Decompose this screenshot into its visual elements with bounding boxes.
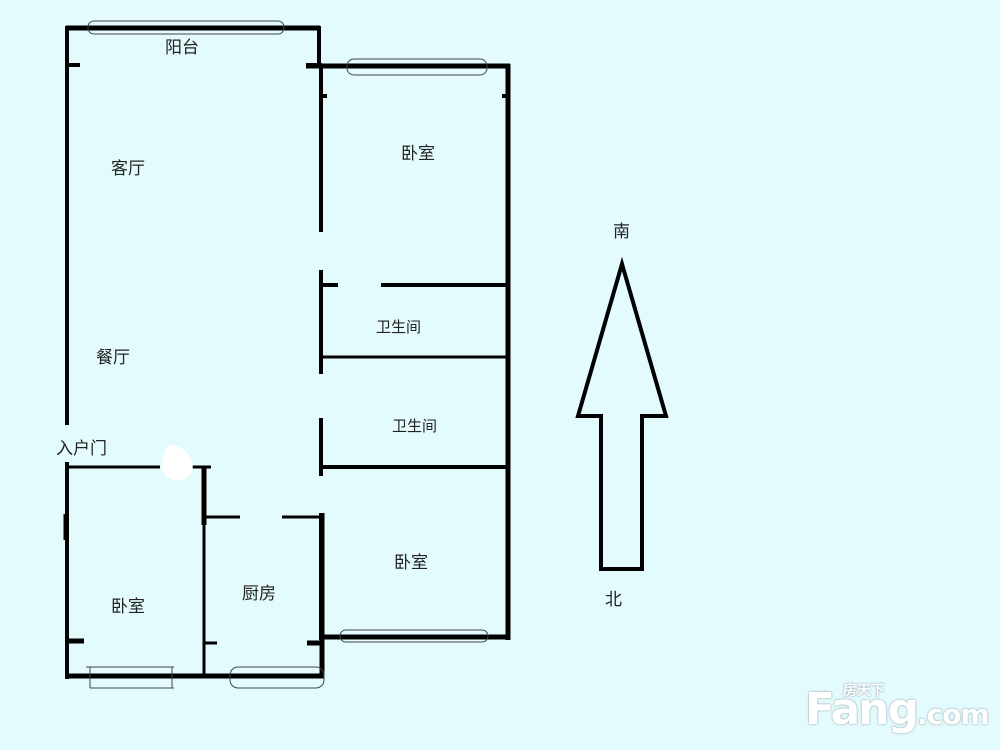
window-bedroom-east — [339, 629, 489, 643]
fang-watermark-logo: 房天下 Fang.com — [805, 680, 990, 740]
window-kitchen — [229, 666, 325, 689]
room-label-bedroom-east: 卧室 — [394, 553, 428, 573]
watermark-domain: .com — [917, 698, 990, 731]
watermark-chinese: 房天下 — [843, 683, 885, 699]
entrance-door-marker — [161, 444, 193, 481]
room-label-bathroom-2: 卫生间 — [392, 417, 438, 435]
window-bedroom-northeast — [346, 58, 488, 76]
room-label-bedroom-northeast: 卧室 — [401, 144, 435, 164]
window-balcony — [87, 20, 285, 35]
watermark-brand-name: Fang — [805, 684, 919, 735]
room-label-kitchen: 厨房 — [242, 584, 276, 604]
walls — [63, 25, 511, 679]
room-label-living-room: 客厅 — [111, 159, 145, 179]
compass-arrow-icon — [575, 256, 669, 571]
room-label-balcony: 阳台 — [165, 38, 199, 58]
room-label-bathroom-1: 卫生间 — [376, 318, 422, 336]
compass-label-north: 北 — [605, 590, 622, 610]
watermark-brand: Fang.com — [805, 684, 990, 735]
compass-label-south: 南 — [613, 222, 630, 242]
room-label-dining-room: 餐厅 — [96, 348, 130, 368]
room-label-bedroom-southwest: 卧室 — [111, 597, 145, 617]
windows — [86, 20, 489, 689]
window-bedroom-southwest — [86, 666, 174, 689]
room-label-entrance: 入户门 — [56, 439, 107, 459]
